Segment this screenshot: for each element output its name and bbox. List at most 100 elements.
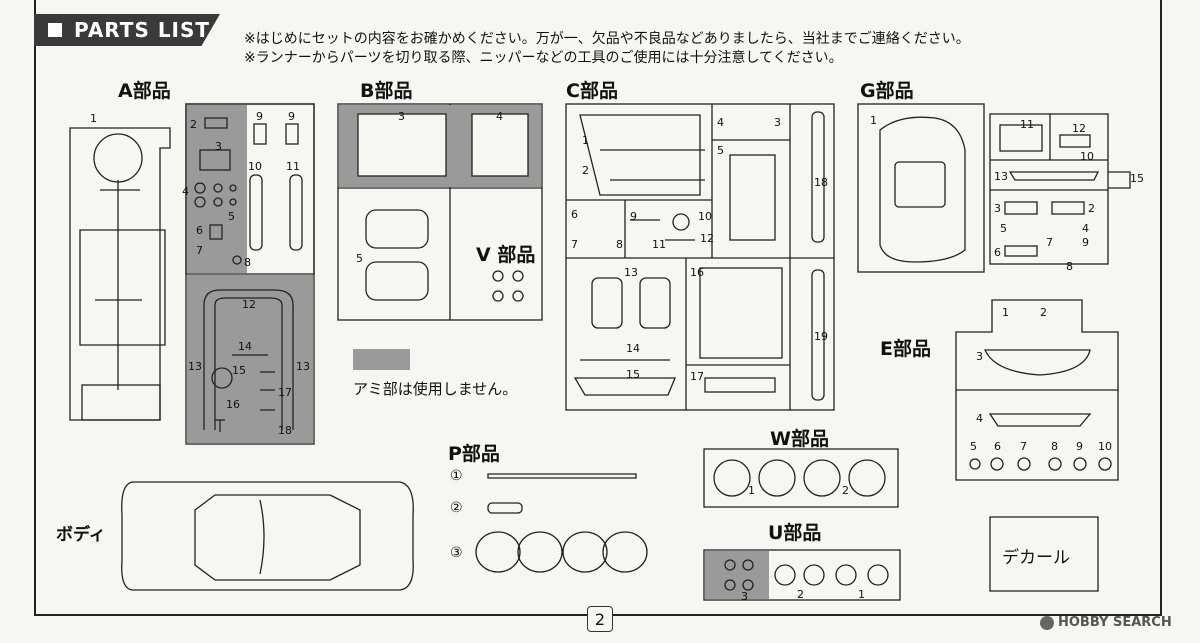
part-number: 6	[994, 440, 1001, 453]
part-number: 17	[690, 370, 704, 383]
part-number: 13	[624, 266, 638, 279]
part-number: 7	[1020, 440, 1027, 453]
part-number: 10	[1098, 440, 1112, 453]
part-number: 1	[748, 484, 755, 497]
part-number: 10	[698, 210, 712, 223]
part-number: 18	[814, 176, 828, 189]
part-number: ②	[450, 500, 463, 516]
part-number: 1	[858, 588, 865, 601]
part-number: 18	[278, 424, 292, 437]
part-number: 3	[774, 116, 781, 129]
part-number: 5	[1000, 222, 1007, 235]
logo-icon	[1040, 615, 1054, 630]
g-runner-frame	[857, 103, 1109, 273]
part-number: 6	[196, 224, 203, 237]
part-number: 1	[582, 134, 589, 147]
runner-a-label: A部品	[118, 80, 171, 102]
runner-g-label: G部品	[860, 80, 914, 102]
runner-u-label: U部品	[768, 522, 822, 544]
part-number: 12	[1072, 122, 1086, 135]
part-number: 5	[228, 210, 235, 223]
mesh-note: アミ部は使用しません。	[353, 380, 518, 398]
a-runner-frame	[185, 103, 315, 445]
part-number: 10	[1080, 150, 1094, 163]
part-number: 6	[994, 246, 1001, 259]
c-runner-frame	[565, 103, 835, 411]
part-number: 2	[1088, 202, 1095, 215]
part-number: 15	[626, 368, 640, 381]
part-number: 13	[188, 360, 202, 373]
note-line-2: ※ランナーからパーツを切り取る際、ニッパーなどの工具のご使用には十分注意してくだ…	[244, 50, 843, 66]
part-number: 4	[496, 110, 503, 123]
runner-b-label: B部品	[360, 80, 413, 102]
part-number: 16	[690, 266, 704, 279]
a-mesh-bottom	[187, 275, 313, 443]
e-runner-frame	[955, 299, 1119, 481]
part-number: 3	[994, 202, 1001, 215]
part-number: 3	[741, 590, 748, 603]
part-number: 2	[1040, 306, 1047, 319]
u-mesh	[705, 551, 769, 599]
runner-e-label: E部品	[880, 338, 931, 360]
runner-p-label: P部品	[448, 443, 500, 465]
part-number: 4	[976, 412, 983, 425]
part-number: 9	[288, 110, 295, 123]
decal-sheet	[989, 516, 1099, 592]
decal-label: デカール	[1002, 548, 1070, 568]
part-number: 4	[717, 116, 724, 129]
runner-v-label: V 部品	[476, 244, 536, 266]
p-tires	[475, 531, 648, 573]
part-number: 19	[814, 330, 828, 343]
part-number: 7	[196, 244, 203, 257]
part-number: 8	[1066, 260, 1073, 273]
part-number: 11	[652, 238, 666, 251]
part-number: 12	[700, 232, 714, 245]
part-number: 15	[232, 364, 246, 377]
part-number: 14	[626, 342, 640, 355]
part-number: 1	[870, 114, 877, 127]
square-icon	[48, 23, 62, 37]
part-number: 4	[1082, 222, 1089, 235]
part-number: 5	[717, 144, 724, 157]
part-number: 5	[970, 440, 977, 453]
part-number: 2	[842, 484, 849, 497]
part-number: ③	[450, 545, 463, 561]
part-number: 9	[1082, 236, 1089, 249]
part-number: 7	[571, 238, 578, 251]
body-label: ボディ	[56, 525, 106, 545]
part-number: 1	[90, 112, 97, 125]
part-number: 12	[242, 298, 256, 311]
part-number: ①	[450, 468, 463, 484]
part-number: 11	[286, 160, 300, 173]
part-number: 9	[630, 210, 637, 223]
part-number: 9	[256, 110, 263, 123]
mesh-legend-swatch	[353, 349, 410, 370]
part-number: 3	[976, 350, 983, 363]
part-number: 4	[182, 185, 189, 198]
parts-list-header: PARTS LIST	[34, 14, 220, 46]
u-runner-frame	[703, 549, 901, 601]
part-number: 8	[1051, 440, 1058, 453]
header-title: PARTS LIST	[74, 18, 211, 42]
part-number: 2	[582, 164, 589, 177]
part-number: 3	[398, 110, 405, 123]
part-number: 15	[1130, 172, 1144, 185]
a-mesh-top	[187, 105, 247, 273]
part-number: 2	[797, 588, 804, 601]
part-number: 17	[278, 386, 292, 399]
part-number: 11	[1020, 118, 1034, 131]
part-number: 16	[226, 398, 240, 411]
part-number: 8	[616, 238, 623, 251]
runner-w-label: W部品	[770, 428, 829, 450]
runner-c-label: C部品	[566, 80, 618, 102]
part-number: 3	[215, 140, 222, 153]
part-number: 1	[1002, 306, 1009, 319]
page-number: 2	[587, 606, 613, 632]
part-number: 2	[190, 118, 197, 131]
part-number: 9	[1076, 440, 1083, 453]
body-shell	[121, 481, 414, 591]
part-number: 10	[248, 160, 262, 173]
watermark-text: HOBBY SEARCH	[1058, 615, 1172, 630]
